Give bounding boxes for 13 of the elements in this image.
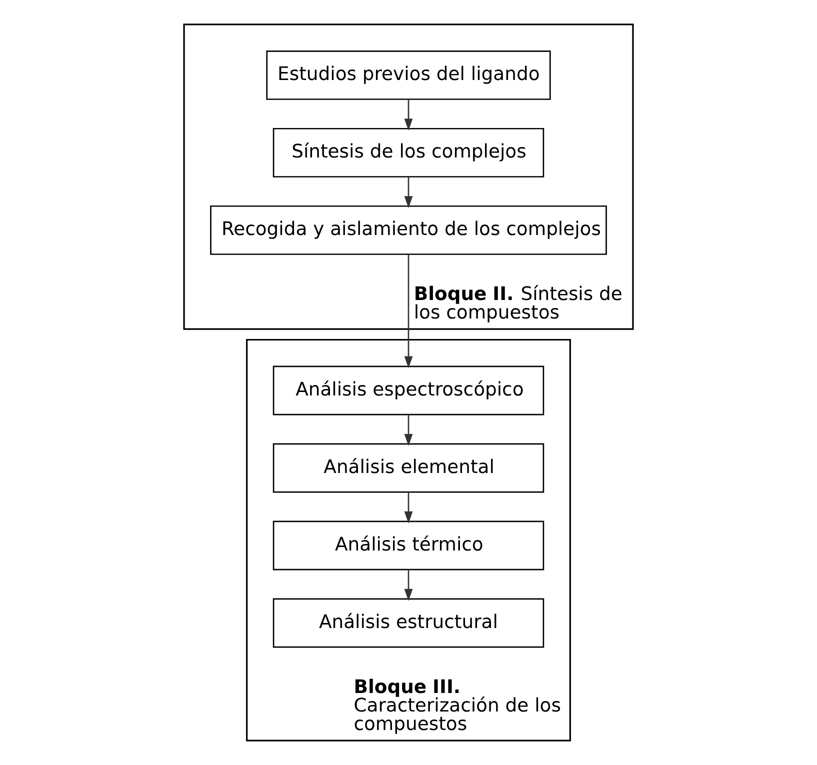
node-box: Análisis térmico	[272, 520, 544, 570]
arrow	[404, 414, 413, 446]
arrow	[404, 492, 413, 524]
node-box: Síntesis de los complejos	[272, 128, 544, 178]
node-box: Análisis estructural	[272, 598, 544, 648]
node-box: Análisis elemental	[272, 443, 544, 493]
node-box: Estudios previos del ligando	[266, 50, 551, 100]
arrow	[404, 99, 413, 131]
arrow	[404, 570, 413, 601]
node-box: Recogida y aislamiento de los complejos	[210, 205, 607, 255]
node-box: Análisis espectroscópico	[272, 366, 544, 416]
arrow	[404, 176, 413, 208]
arrow	[404, 254, 413, 368]
